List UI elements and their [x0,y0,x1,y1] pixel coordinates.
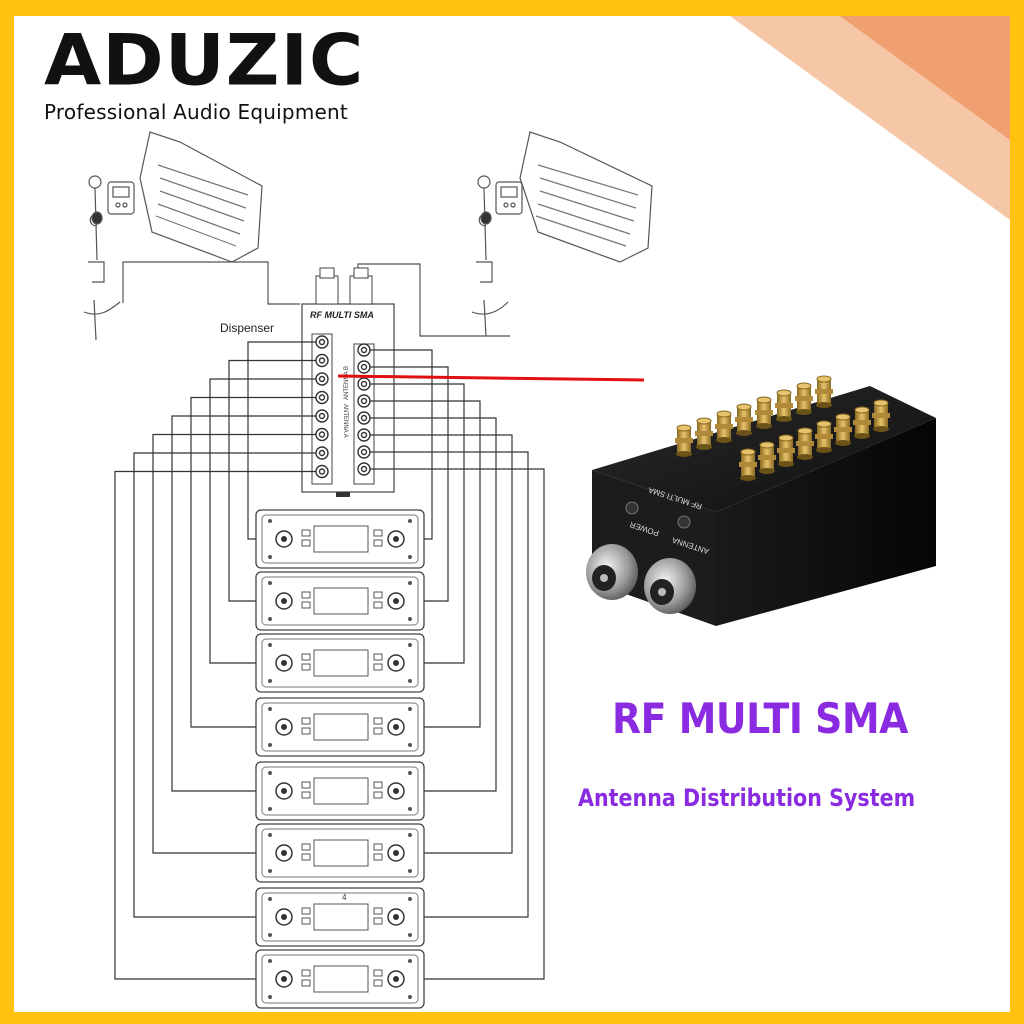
sma-connector-7 [795,382,813,415]
sma-connector-3 [715,410,733,443]
antenna-cables [114,341,545,980]
sma-connector-13 [815,420,833,453]
receiver-unit-4 [255,697,425,757]
sma-connector-15 [853,406,871,439]
cable-a-5 [171,415,316,792]
sma-connector-2 [695,417,713,450]
sma-connector-1 [675,424,693,457]
left-paddle-antenna [83,131,300,341]
product-subtitle: Antenna Distribution System [578,784,916,812]
cable-b-7 [370,451,529,918]
sma-connector-9 [739,448,757,481]
dispenser-unit-label: RF MULTI SMA [310,310,374,320]
pointer-line [337,374,645,382]
sma-connector-10 [758,441,776,474]
bnc-connector-left [586,544,638,600]
cable-a-7 [133,452,316,918]
power-led-icon [625,501,639,515]
cable-b-4 [370,400,481,728]
cable-b-3 [370,383,465,664]
brand-block: ADUZIC Professional Audio Equipment [44,22,364,124]
sma-connector-4 [735,403,753,436]
receiver-number-label: 4 [342,893,347,902]
cable-a-6 [152,433,316,854]
receiver-unit-2 [255,571,425,631]
dispenser-ports-left [315,335,329,479]
cable-a-2 [228,359,316,602]
sma-connector-14 [834,413,852,446]
sma-connector-12 [796,427,814,460]
dispenser-ports-right [357,343,371,476]
right-paddle-antenna [357,131,653,337]
product-title: RF MULTI SMA [612,694,908,743]
sma-connector-8 [815,375,833,408]
receiver-unit-1 [255,509,425,569]
brand-logo: ADUZIC [44,20,365,102]
cable-a-4 [190,396,316,728]
cable-b-5 [370,417,497,792]
frame-bottom-border [0,1012,1024,1024]
antenna-led-icon [677,515,691,529]
antenna-b-label: ANTENNA B [344,366,350,400]
cable-b-2 [370,366,449,602]
receiver-unit-6 [255,823,425,883]
sma-connector-16 [872,399,890,432]
cable-b-8 [370,468,545,980]
frame-right-border [1010,0,1024,1024]
sma-connectors [675,375,890,481]
sma-connector-6 [775,389,793,422]
receiver-unit-8 [255,949,425,1009]
sma-connector-11 [777,434,795,467]
receiver-unit-5 [255,761,425,821]
antenna-a-label: ANTENNA A [342,404,348,438]
cable-b-6 [370,434,513,854]
receiver-unit-3 [255,633,425,693]
receiver-unit-7: 4 [255,887,425,947]
cable-a-3 [209,378,316,664]
frame-left-border [0,0,14,1024]
bnc-connector-right [644,558,696,614]
sma-connector-5 [755,396,773,429]
dispenser-label: Dispenser [220,321,274,335]
frame-top-border [0,0,1024,16]
brand-tagline: Professional Audio Equipment [44,100,348,124]
dispenser-unit: Dispenser RF MULTI SMA ANTENNA A ANTENNA… [220,267,395,497]
cable-a-8 [114,470,316,980]
receiver-stack: 4 [255,509,425,1009]
